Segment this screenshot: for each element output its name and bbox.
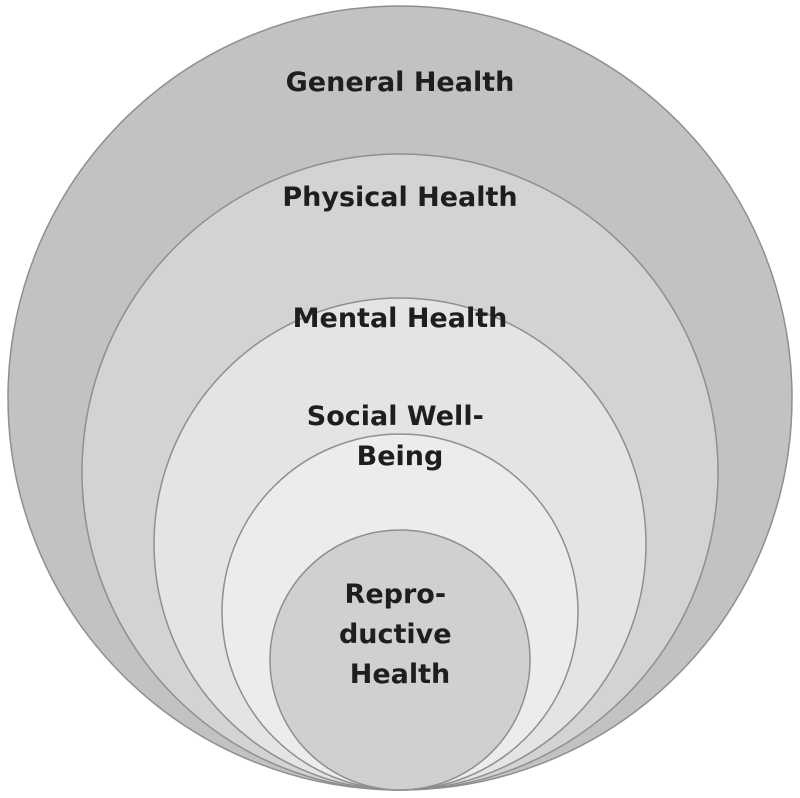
circle-reproductive-health: [269, 529, 531, 791]
label-social-well-being-line-1: Social Well-: [307, 401, 484, 432]
label-physical-health-line-1: Physical Health: [282, 182, 517, 213]
label-reproductive-health-line-1: Repro-: [345, 579, 447, 610]
label-social-well-being-line-2: Being: [357, 441, 444, 472]
label-mental-health-line-1: Mental Health: [293, 303, 508, 334]
label-reproductive-health: Repro- ductive Health: [339, 579, 461, 690]
label-general-health-line-1: General Health: [286, 67, 515, 98]
label-reproductive-health-line-3: Health: [350, 659, 451, 690]
label-general-health: General Health: [286, 67, 515, 98]
label-mental-health: Mental Health: [293, 303, 508, 334]
label-reproductive-health-line-2: ductive: [339, 619, 452, 650]
label-physical-health: Physical Health: [282, 182, 517, 213]
label-social-well-being: Social Well- Being: [307, 401, 493, 472]
